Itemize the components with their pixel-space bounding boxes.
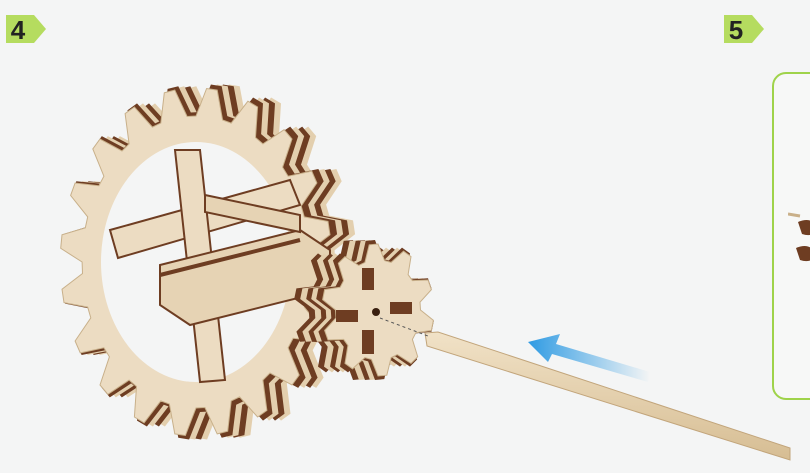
axle-hub-edge (159, 238, 301, 277)
small-gear-axle-hole (372, 308, 380, 316)
step-badge-shape (724, 15, 764, 43)
step-badge-shape (6, 15, 46, 43)
step-5-badge: 5 (722, 12, 766, 46)
step-4-badge: 4 (4, 12, 48, 46)
detail-wood-part-icon (788, 212, 810, 262)
axle-guide-line (379, 317, 429, 337)
axle-hub-top (204, 193, 301, 234)
small-gear-slot (362, 330, 374, 354)
small-gear-slot (362, 268, 374, 290)
small-gear-slot (390, 302, 412, 314)
small-gear-icon (294, 240, 434, 380)
large-gear-icon (60, 84, 357, 440)
step-5-detail-panel (772, 72, 810, 400)
step-4-number: 4 (10, 15, 26, 45)
axle-stick-icon (424, 331, 791, 461)
small-gear-slot (336, 310, 358, 322)
insert-arrow-icon (528, 334, 650, 382)
step-5-number: 5 (728, 15, 744, 45)
